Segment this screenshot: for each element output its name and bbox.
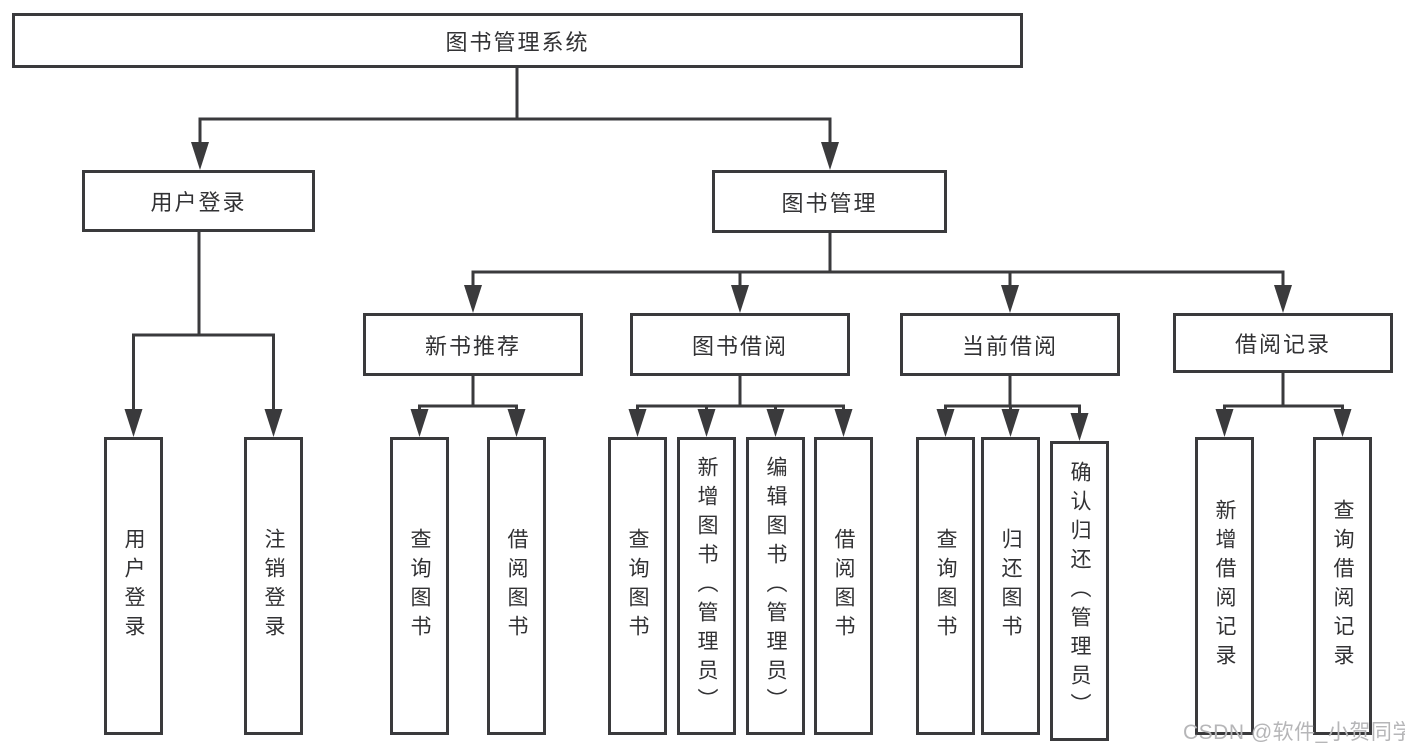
connector-new-book-recommend-to-leaves — [410, 376, 526, 437]
node-label: 借阅图书 — [832, 528, 855, 644]
arrow-head — [1215, 409, 1234, 437]
node-user-login: 用户登录 — [82, 170, 315, 232]
arrow-head — [1333, 409, 1352, 437]
connector-root-to-level2 — [191, 68, 839, 170]
arrow-head — [936, 409, 955, 437]
arrow-head — [191, 142, 209, 170]
arrow-head — [124, 409, 143, 437]
leaf-records-add-record: 新增借阅记录 — [1195, 437, 1254, 735]
node-book-borrow: 图书借阅 — [630, 313, 850, 376]
arrow-head — [766, 409, 785, 437]
leaf-borrow-query-book: 查询图书 — [608, 437, 667, 735]
arrow-head — [731, 285, 749, 313]
node-root-system: 图书管理系统 — [12, 13, 1023, 68]
node-label: 用户登录 — [122, 528, 145, 644]
connector-current-borrow-to-leaves — [936, 376, 1089, 441]
arrow-head — [1070, 413, 1089, 441]
node-borrow-records: 借阅记录 — [1173, 313, 1393, 373]
leaf-current-return-book: 归还图书 — [981, 437, 1040, 735]
connector-book-borrow-to-leaves — [628, 376, 853, 437]
node-label: 用户登录 — [150, 190, 247, 215]
node-label: 查询图书 — [408, 528, 431, 644]
node-book-management: 图书管理 — [712, 170, 947, 233]
leaf-logout: 注销登录 — [244, 437, 303, 735]
node-label: 新增图书（管理员） — [695, 455, 718, 717]
node-label: 图书借阅 — [691, 333, 788, 359]
arrow-head — [507, 409, 526, 437]
connector-book-management-to-level3 — [464, 233, 1292, 313]
node-label: 新增借阅记录 — [1213, 499, 1236, 673]
arrow-head — [1001, 285, 1019, 313]
leaf-current-query-book: 查询图书 — [916, 437, 975, 735]
arrow-head — [697, 409, 716, 437]
leaf-records-query-record: 查询借阅记录 — [1313, 437, 1372, 735]
leaf-user-login: 用户登录 — [104, 437, 163, 735]
node-new-book-recommend: 新书推荐 — [363, 313, 583, 376]
node-label: 借阅图书 — [505, 528, 528, 644]
node-label: 借阅记录 — [1234, 332, 1331, 357]
connector-user-login-to-leaves — [124, 232, 283, 437]
arrow-head — [264, 409, 283, 437]
csdn-watermark: CSDN @软件_小贺同学 — [1183, 721, 1405, 744]
arrow-head — [628, 409, 647, 437]
arrow-head — [410, 409, 429, 437]
node-label: 查询借阅记录 — [1331, 499, 1354, 673]
arrow-head — [834, 409, 853, 437]
connector-borrow-records-to-leaves — [1215, 373, 1352, 437]
node-label: 编辑图书（管理员） — [764, 455, 787, 717]
node-label: 查询图书 — [626, 528, 649, 644]
node-label: 图书管理系统 — [445, 29, 590, 55]
node-label: 注销登录 — [262, 528, 285, 644]
arrow-head — [464, 285, 482, 313]
node-label: 归还图书 — [999, 528, 1022, 644]
node-label: 当前借阅 — [961, 333, 1058, 359]
node-label: 确认归还（管理员） — [1068, 460, 1091, 722]
node-label: 查询图书 — [934, 528, 957, 644]
leaf-current-confirm-return-admin: 确认归还（管理员） — [1050, 441, 1109, 741]
node-label: 新书推荐 — [424, 333, 521, 359]
leaf-borrow-edit-book-admin: 编辑图书（管理员） — [746, 437, 805, 735]
node-label: 图书管理 — [781, 190, 878, 216]
arrow-head — [1274, 285, 1292, 313]
arrow-head — [1001, 409, 1020, 437]
arrow-head — [821, 142, 839, 170]
leaf-borrow-add-book-admin: 新增图书（管理员） — [677, 437, 736, 735]
leaf-new-rec-query-book: 查询图书 — [390, 437, 449, 735]
leaf-borrow-borrow-book: 借阅图书 — [814, 437, 873, 735]
node-current-borrow: 当前借阅 — [900, 313, 1120, 376]
leaf-new-rec-borrow-book: 借阅图书 — [487, 437, 546, 735]
